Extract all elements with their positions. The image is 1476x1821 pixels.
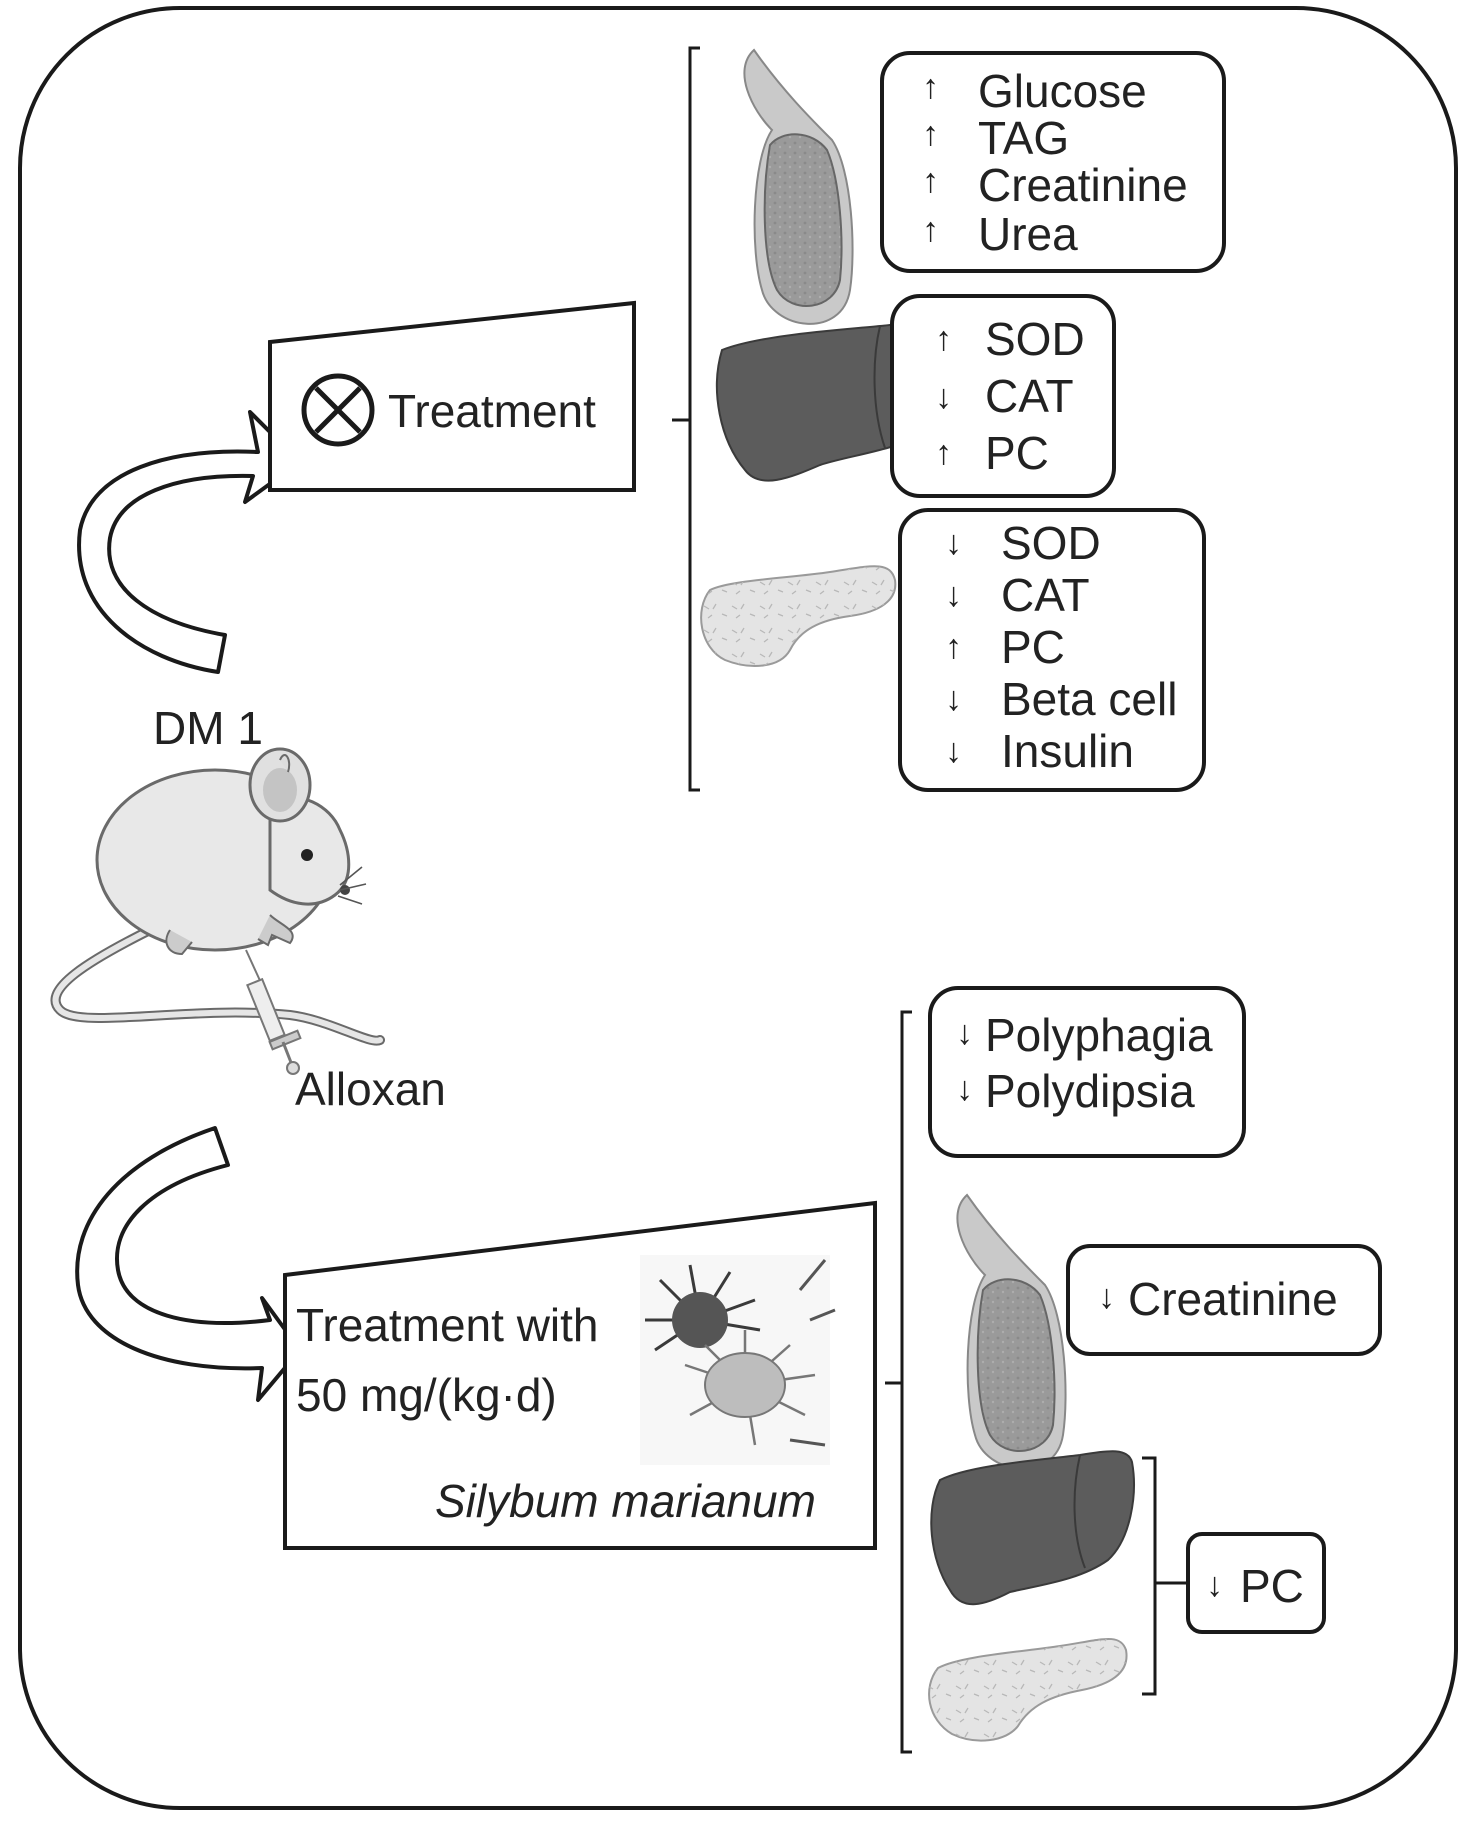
symptom-label: Polydipsia [985,1065,1195,1117]
no-symbol-icon [301,373,375,447]
treated-kidney-box [1066,1244,1382,1356]
treatment-dose: 50 mg/(kg·d) [296,1369,557,1421]
marker-label: PC [1001,621,1065,673]
syringe-icon [245,949,302,1075]
down-arrow-icon: ↓ [1206,1566,1223,1604]
arrow-icon: ↓ [935,378,952,416]
species-label: Silybum marianum [435,1475,816,1527]
arrow-icon: ↓ [945,576,962,614]
marker-label: Insulin [1001,725,1134,777]
up-arrow-icon: ↑ [922,211,939,249]
marker-label: PC [985,427,1049,479]
marker-label: Urea [978,208,1078,260]
marker-label: CAT [1001,569,1090,621]
arrow-icon: ↑ [945,628,962,666]
liver-pancreas-bracket [1142,1456,1188,1696]
up-arrow-icon: ↑ [922,68,939,106]
untreated-bracket [672,46,700,792]
kidney-icon [956,1193,1067,1470]
arrow-icon: ↑ [935,320,952,358]
dm1-label: DM 1 [153,702,263,754]
liver-icon [930,1450,1135,1606]
kidney-icon [743,48,854,325]
marker-label: CAT [985,370,1074,422]
arrow-icon: ↓ [945,680,962,718]
arrow-icon: ↓ [945,732,962,770]
up-arrow-icon: ↑ [922,115,939,153]
curved-arrow-icon [75,1126,302,1402]
untreated-liver-box [890,294,1116,498]
no-treatment-label: Treatment [388,385,596,437]
curved-arrow-icon [77,410,302,674]
mouse-icon [50,747,385,1046]
arrow-icon: ↑ [935,434,952,472]
arrow-icon: ↓ [945,524,962,562]
milk-thistle-icon [640,1255,836,1465]
symptoms-box [928,986,1246,1158]
marker-label: PC [1240,1560,1304,1612]
marker-label: Creatinine [1128,1273,1338,1325]
pancreas-icon [928,1637,1128,1742]
outer-frame [18,6,1458,1810]
symptom-label: Polyphagia [985,1009,1213,1061]
marker-label: Beta cell [1001,673,1178,725]
treatment-line1: Treatment with [296,1299,599,1351]
treated-bracket [885,1010,912,1754]
untreated-kidney-box [880,51,1226,273]
marker-label: TAG [978,112,1070,164]
no-treatment-box [268,300,636,492]
pancreas-icon [700,565,897,667]
treated-pc-box [1186,1532,1326,1634]
up-arrow-icon: ↑ [922,162,939,200]
untreated-pancreas-box [898,508,1206,792]
marker-label: SOD [985,313,1085,365]
marker-label: SOD [1001,517,1101,569]
down-arrow-icon: ↓ [956,1014,973,1052]
down-arrow-icon: ↓ [956,1070,973,1108]
alloxan-label: Alloxan [295,1063,446,1115]
down-arrow-icon: ↓ [1098,1278,1115,1316]
marker-label: Glucose [978,65,1147,117]
marker-label: Creatinine [978,159,1188,211]
